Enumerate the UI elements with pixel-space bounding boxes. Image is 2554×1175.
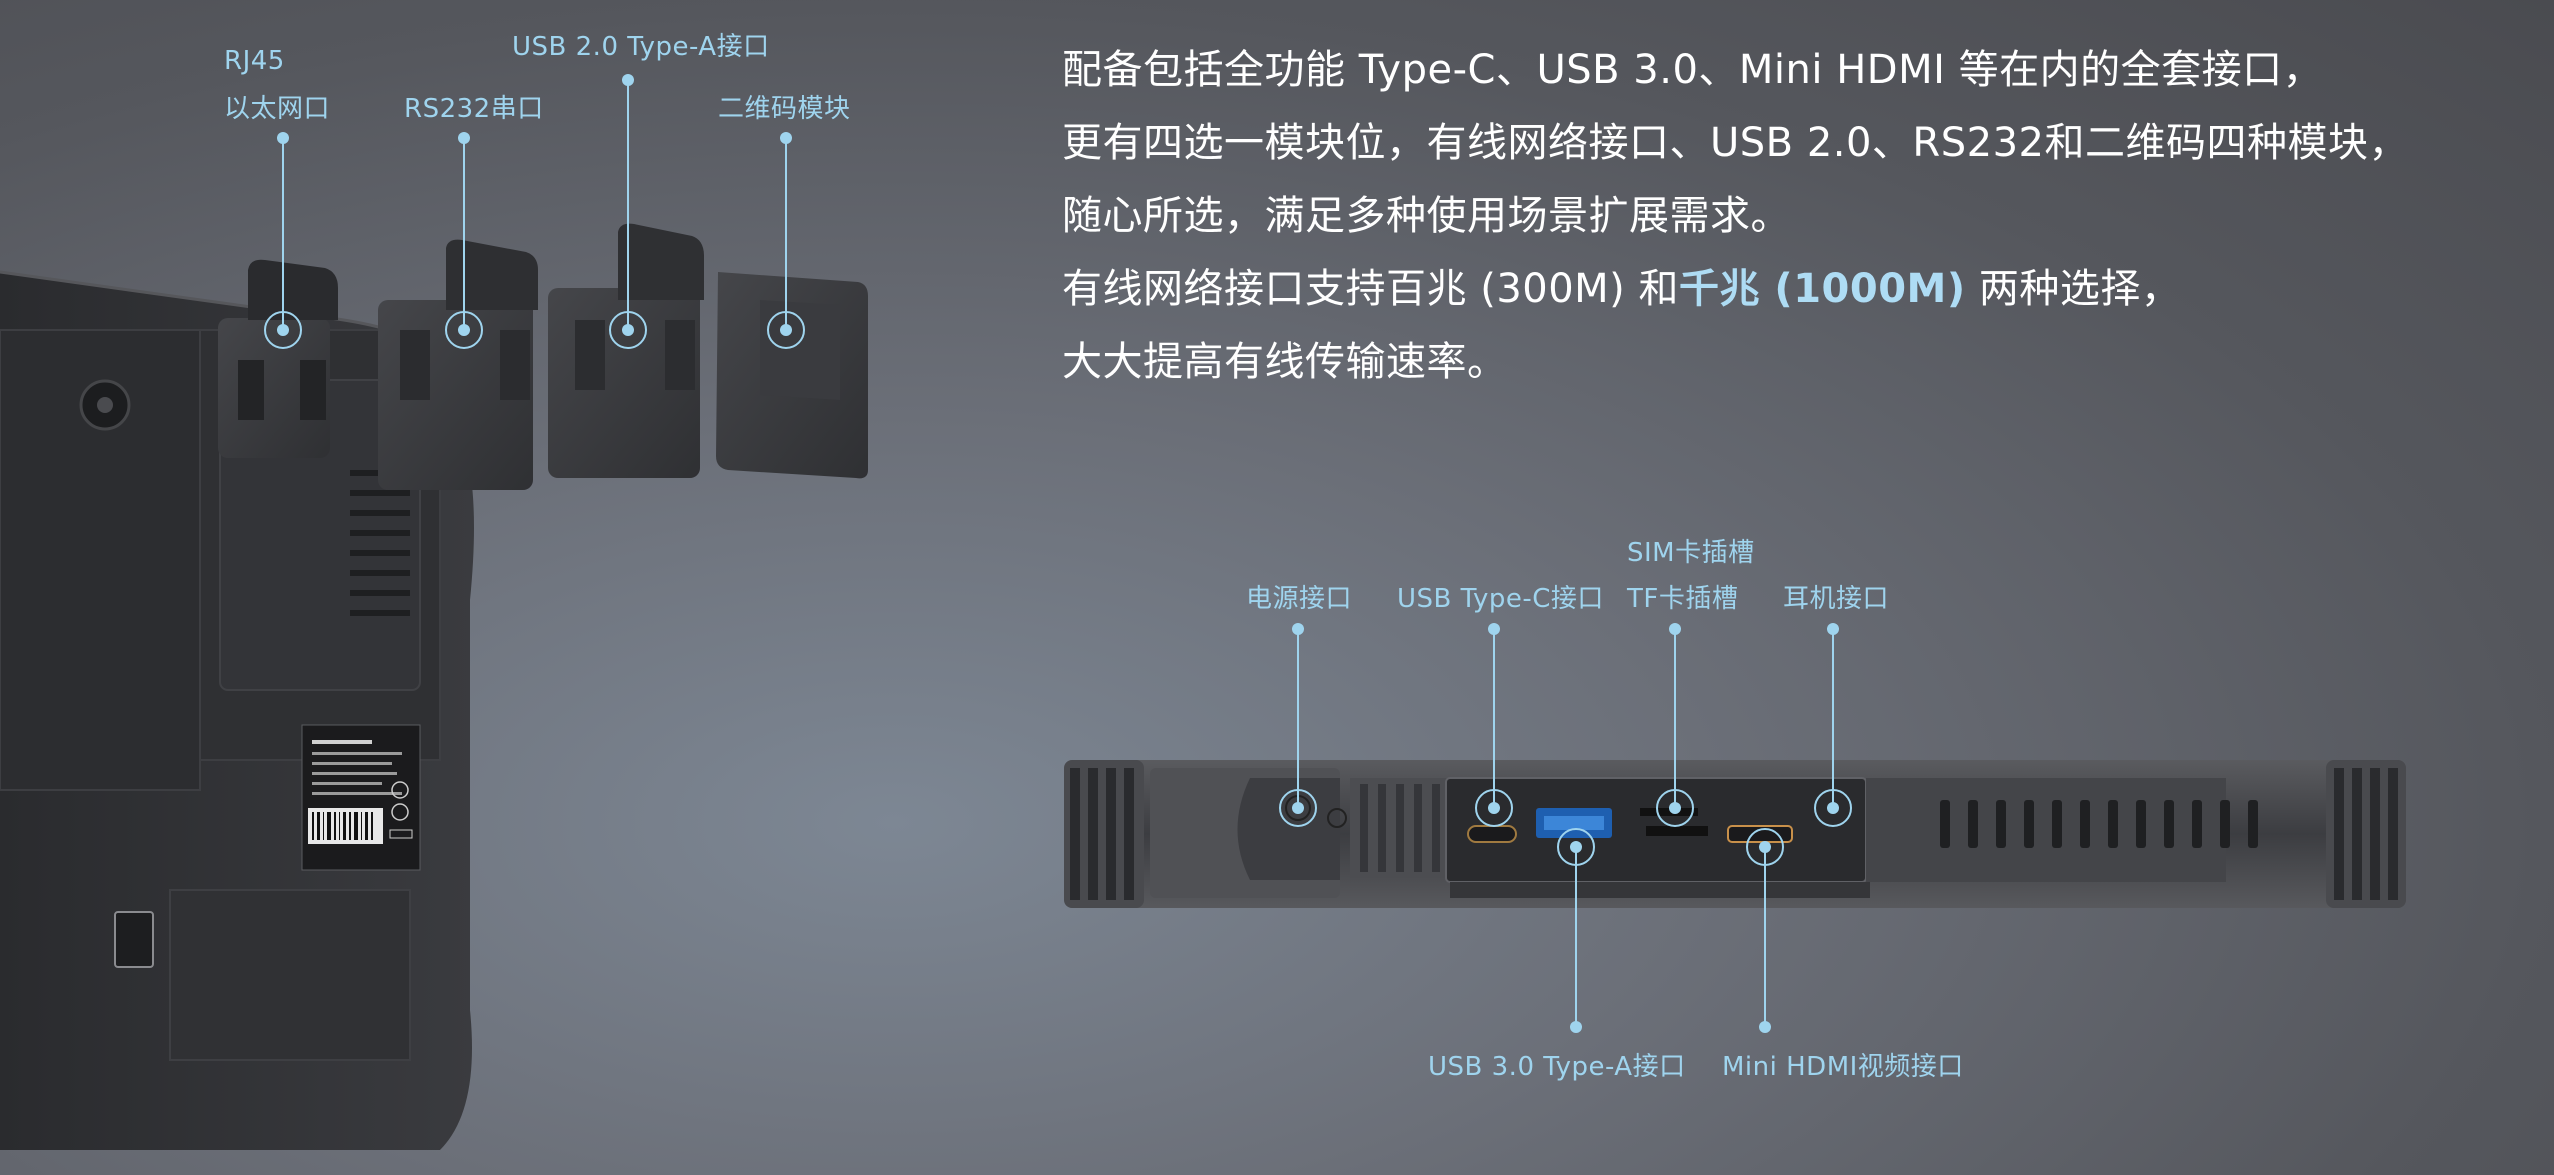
description-text: 两种选择， xyxy=(1965,266,2182,312)
label-usb-c-port: USB Type-C接口 xyxy=(1397,584,1604,614)
port-callouts xyxy=(1279,623,1852,1033)
label-earphone-port: 耳机接口 xyxy=(1783,584,1890,614)
tablet-back xyxy=(0,270,474,1150)
label-usb20: USB 2.0 Type-A接口 xyxy=(512,32,770,62)
label-rj45-ethernet: 以太网口 xyxy=(224,94,331,124)
description-line: 随心所选，满足多种使用场景扩展需求。 xyxy=(1062,193,1791,239)
label-qrcode: 二维码模块 xyxy=(718,94,851,124)
feature-description: 配备包括全功能 Type-C、USB 3.0、Mini HDMI 等在内的全套接… xyxy=(1062,34,2532,399)
label-power-port: 电源接口 xyxy=(1246,584,1353,614)
label-sim-slot: SIM卡插槽 xyxy=(1627,538,1755,568)
label-mini-hdmi-port: Mini HDMI视频接口 xyxy=(1722,1052,1964,1082)
label-rj45: RJ45 xyxy=(224,46,285,76)
module-rs232 xyxy=(378,239,538,490)
label-rs232: RS232串口 xyxy=(404,94,544,124)
module-callouts xyxy=(264,74,805,349)
description-line: 有线网络接口支持百兆 (300M) 和千兆 (1000M) 两种选择， xyxy=(1062,253,2532,326)
gigabit-highlight: 千兆 (1000M) xyxy=(1679,266,1966,312)
description-line: 更有四选一模块位，有线网络接口、USB 2.0、RS232和二维码四种模块， xyxy=(1062,120,2409,166)
tablet-side-view xyxy=(1064,760,2406,908)
label-tf-slot: TF卡插槽 xyxy=(1627,584,1739,614)
module-rj45 xyxy=(218,259,338,458)
module-qrcode xyxy=(716,272,868,479)
module-usb20 xyxy=(548,223,704,478)
label-usb30-port: USB 3.0 Type-A接口 xyxy=(1428,1052,1686,1082)
description-line: 配备包括全功能 Type-C、USB 3.0、Mini HDMI 等在内的全套接… xyxy=(1062,47,2324,93)
product-label-sticker xyxy=(301,724,421,871)
description-text: 有线网络接口支持百兆 (300M) 和 xyxy=(1062,266,1679,312)
description-line: 大大提高有线传输速率。 xyxy=(1062,339,1508,385)
